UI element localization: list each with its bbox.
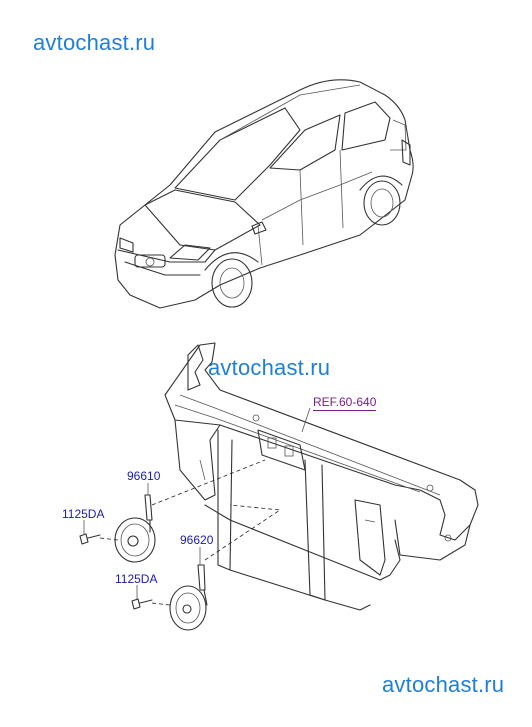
part-number-horn-high[interactable]: 96610 [127,469,161,483]
horn-96610 [114,494,156,563]
radiator-support-frame [164,342,479,611]
watermark-bottom: avtochast.ru [382,672,505,697]
horn-96620 [169,564,208,631]
bolt-1125da-upper [79,533,101,545]
part-number-bolt-upper[interactable]: 1125DA [62,507,105,521]
part-number-horn-low[interactable]: 96620 [180,533,214,547]
part-number-bolt-lower[interactable]: 1125DA [115,572,158,586]
reference-label[interactable]: REF.60-640 [313,395,377,411]
leader-lines [83,407,311,606]
watermark-top: avtochast.ru [33,30,156,55]
car-illustration [114,79,414,309]
bolt-1125da-lower [131,598,153,610]
watermark-middle: avtochast.ru [208,355,331,380]
